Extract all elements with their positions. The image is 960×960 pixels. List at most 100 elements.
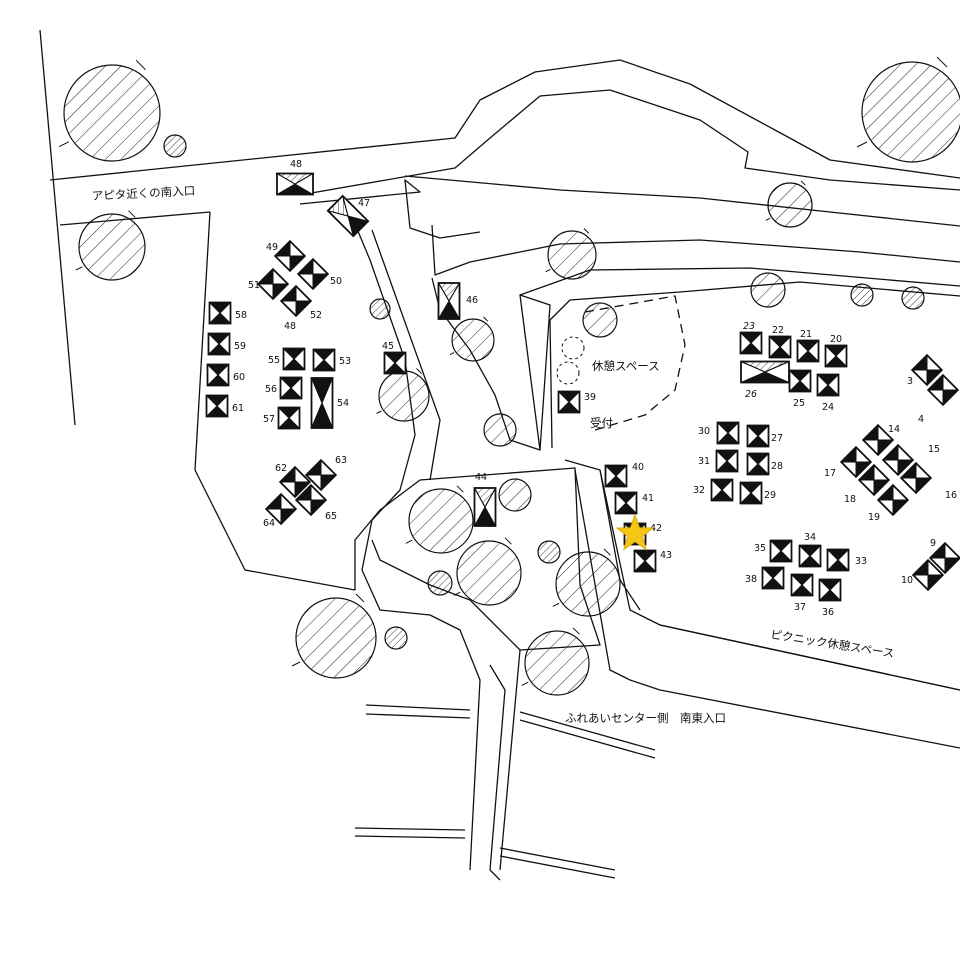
tree-icon	[376, 368, 430, 422]
booth-16	[899, 461, 933, 495]
booth-number-44: 44	[475, 472, 487, 483]
booth-number-17: 17	[824, 468, 836, 479]
booth-23	[739, 331, 763, 355]
booth-61	[205, 394, 229, 418]
booth-number-24: 24	[822, 402, 834, 413]
booth-number-27: 27	[771, 433, 783, 444]
booth-40	[604, 464, 628, 488]
booth-34	[798, 544, 822, 568]
booth-28	[746, 452, 770, 476]
tree-icon	[750, 272, 786, 308]
picnic-lower-edge	[574, 469, 960, 749]
west-plaza-boundary	[194, 211, 601, 651]
booth-37	[790, 573, 814, 597]
booth-number-56: 56	[265, 384, 277, 395]
booth-number-34: 34	[804, 532, 816, 543]
field-boundary	[549, 281, 960, 449]
booth-number-57: 57	[263, 414, 275, 425]
tree-icon	[75, 210, 146, 281]
booth-number-48: 48	[290, 159, 302, 170]
booth-47	[326, 194, 370, 238]
booth-number-23: 23	[743, 321, 755, 332]
booth-number-15: 15	[928, 444, 940, 455]
booth-number-14: 14	[888, 424, 900, 435]
booth-number-35: 35	[754, 543, 766, 554]
booth-4	[926, 373, 960, 407]
tree-icon	[369, 298, 391, 320]
booth-number-4: 4	[918, 414, 924, 425]
booth-27	[746, 424, 770, 448]
tree-icon	[384, 626, 408, 650]
tree-icon	[291, 593, 377, 679]
booth-9	[928, 541, 960, 575]
booth-35	[769, 539, 793, 563]
booth-48	[275, 172, 315, 196]
booth-18	[857, 463, 891, 497]
label-reception: 受付	[590, 416, 613, 430]
booth-number-40: 40	[632, 462, 644, 473]
booth-62	[278, 465, 312, 499]
label-rest-space: 休憩スペース	[592, 359, 660, 373]
booth-56	[279, 376, 303, 400]
booth-number-45: 45	[382, 341, 394, 352]
tree-icon	[498, 478, 532, 512]
tree-icon	[537, 540, 561, 564]
booth-number-30: 30	[698, 426, 710, 437]
booth-39	[557, 390, 581, 414]
booth-number-50: 50	[330, 276, 342, 287]
booth-22	[768, 335, 792, 359]
booth-number-53: 53	[339, 356, 351, 367]
tree-icon	[58, 59, 161, 162]
booth-number-61: 61	[232, 403, 244, 414]
upper-loop-road	[299, 89, 960, 227]
booth-number-46: 46	[466, 295, 478, 306]
booths	[205, 172, 960, 602]
west-plaza-outline	[344, 199, 481, 871]
booth-36	[818, 578, 842, 602]
booth-number-42: 42	[650, 523, 662, 534]
booth-number-64: 64	[263, 518, 275, 529]
booth-52	[279, 284, 313, 318]
booth-15	[881, 443, 915, 477]
tree-icon	[856, 56, 960, 163]
tree-icon	[453, 537, 522, 606]
booth-64	[264, 492, 298, 526]
tree-icon	[163, 134, 187, 158]
booth-33	[826, 548, 850, 572]
booth-number-37: 37	[794, 602, 806, 613]
booth-number-63: 63	[335, 455, 347, 466]
booth-58	[208, 301, 232, 325]
booth-44	[473, 487, 497, 527]
booth-21	[796, 339, 820, 363]
booth-number-9: 9	[930, 538, 936, 549]
tree-icon	[901, 286, 925, 310]
booth-number-39: 39	[584, 392, 596, 403]
booth-31	[715, 449, 739, 473]
booth-number-33: 33	[855, 556, 867, 567]
booth-49	[273, 239, 307, 273]
booth-number-20: 20	[830, 334, 842, 345]
label-apita-south-entrance: アピタ近くの南入口	[91, 184, 195, 203]
booth-number-49: 49	[266, 242, 278, 253]
booth-30	[716, 421, 740, 445]
trees	[58, 56, 960, 696]
booth-29	[739, 481, 763, 505]
star-marker-icon	[615, 513, 655, 551]
booth-38	[761, 566, 785, 590]
booth-25	[788, 369, 812, 393]
middle-road	[431, 224, 960, 451]
booth-number-32: 32	[693, 485, 705, 496]
tree-icon	[483, 413, 517, 447]
booth-60	[206, 363, 230, 387]
booth-59	[207, 332, 231, 356]
booth-number-62: 62	[275, 463, 287, 474]
booth-57	[277, 406, 301, 430]
label-fureai-southeast-entrance: ふれあいセンター側 南東入口	[565, 711, 726, 725]
booth-number-59: 59	[234, 341, 246, 352]
booth-number-28: 28	[771, 461, 783, 472]
booth-51	[256, 267, 290, 301]
booth-number-18: 18	[844, 494, 856, 505]
tree-icon	[405, 485, 474, 554]
tree-icon	[582, 302, 618, 338]
